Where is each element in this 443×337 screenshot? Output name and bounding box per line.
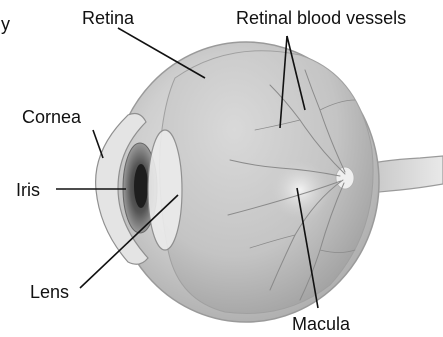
- macula: [270, 160, 330, 220]
- leader-cornea: [93, 130, 103, 158]
- label-macula: Macula: [292, 314, 351, 334]
- optic-disc: [336, 167, 354, 189]
- label-cornea: Cornea: [22, 107, 82, 127]
- label-retina: Retina: [82, 8, 135, 28]
- cut-off-label: y: [1, 14, 10, 34]
- leader-retina: [118, 28, 205, 78]
- label-lens: Lens: [30, 282, 69, 302]
- pupil: [134, 164, 148, 208]
- lens: [148, 130, 182, 250]
- label-iris: Iris: [16, 180, 40, 200]
- label-retinal-blood-vessels: Retinal blood vessels: [236, 8, 406, 28]
